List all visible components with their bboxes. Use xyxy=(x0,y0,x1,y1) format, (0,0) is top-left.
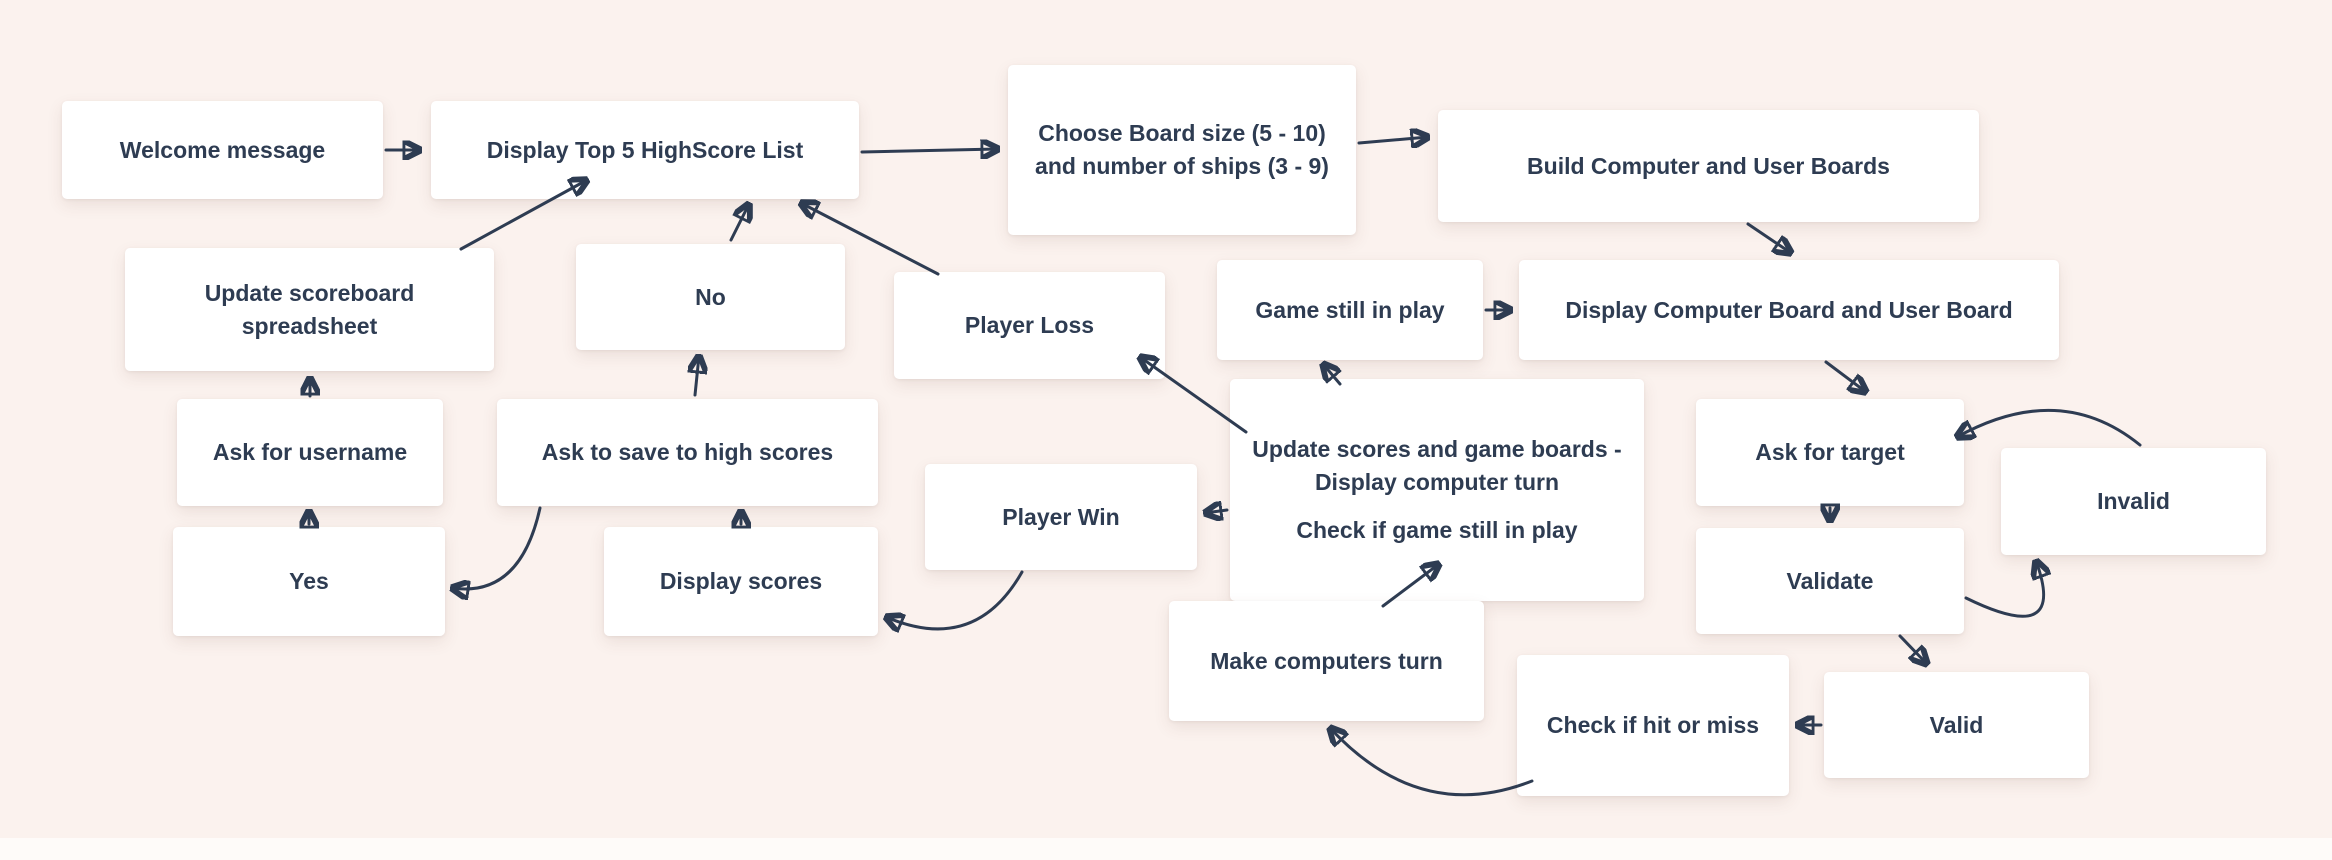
edge-check-hit-to-make-computers-turn xyxy=(1330,728,1534,797)
edge-update-scores-to-player-win xyxy=(1205,510,1229,513)
edge-ask-save-to-yes xyxy=(452,506,542,589)
node-yes: Yes xyxy=(173,527,445,636)
edge-choose-board-to-build-boards xyxy=(1357,137,1428,143)
node-display-computer-and-user-board: Display Computer Board and User Board xyxy=(1519,260,2059,360)
edge-top5-to-choose-board xyxy=(860,149,998,152)
edge-invalid-to-ask-target xyxy=(1957,408,2142,447)
node-game-still-in-play: Game still in play xyxy=(1217,260,1483,360)
node-choose-board-size: Choose Board size (5 - 10) and number of… xyxy=(1008,65,1356,235)
node-no: No xyxy=(576,244,845,350)
node-build-boards: Build Computer and User Boards xyxy=(1438,110,1979,222)
edge-validate-to-invalid xyxy=(1964,561,2044,618)
edge-ask-save-to-no xyxy=(695,356,699,397)
node-player-loss: Player Loss xyxy=(894,272,1165,379)
node-update-scoreboard-spreadsheet: Update scoreboard spreadsheet xyxy=(125,248,494,371)
node-ask-for-username: Ask for username xyxy=(177,399,443,506)
node-check-if-hit-or-miss: Check if hit or miss xyxy=(1517,655,1789,796)
canvas-bottom-edge xyxy=(0,838,2332,860)
node-ask-for-target: Ask for target xyxy=(1696,399,1964,506)
edge-build-boards-to-display-boards xyxy=(1746,222,1791,253)
node-valid: Valid xyxy=(1824,672,2089,778)
node-update-scores-and-boards: Update scores and game boards - Display … xyxy=(1230,379,1644,601)
node-player-win: Player Win xyxy=(925,464,1197,570)
edge-display-boards-to-ask-target xyxy=(1824,360,1866,392)
node-invalid: Invalid xyxy=(2001,448,2266,555)
edge-no-to-top5 xyxy=(729,204,749,242)
edge-validate-to-valid xyxy=(1898,634,1927,664)
node-validate: Validate xyxy=(1696,528,1964,634)
node-display-scores: Display scores xyxy=(604,527,878,636)
node-display-top5-highscore-list: Display Top 5 HighScore List xyxy=(431,101,859,199)
node-update-scores-line1: Update scores and game boards - Display … xyxy=(1252,436,1622,495)
node-ask-to-save-high-scores: Ask to save to high scores xyxy=(497,399,878,506)
node-make-computers-turn: Make computers turn xyxy=(1169,601,1484,721)
edge-player-win-to-display-scores xyxy=(886,570,1024,629)
node-update-scores-line2: Check if game still in play xyxy=(1296,517,1578,544)
node-welcome-message: Welcome message xyxy=(62,101,383,199)
